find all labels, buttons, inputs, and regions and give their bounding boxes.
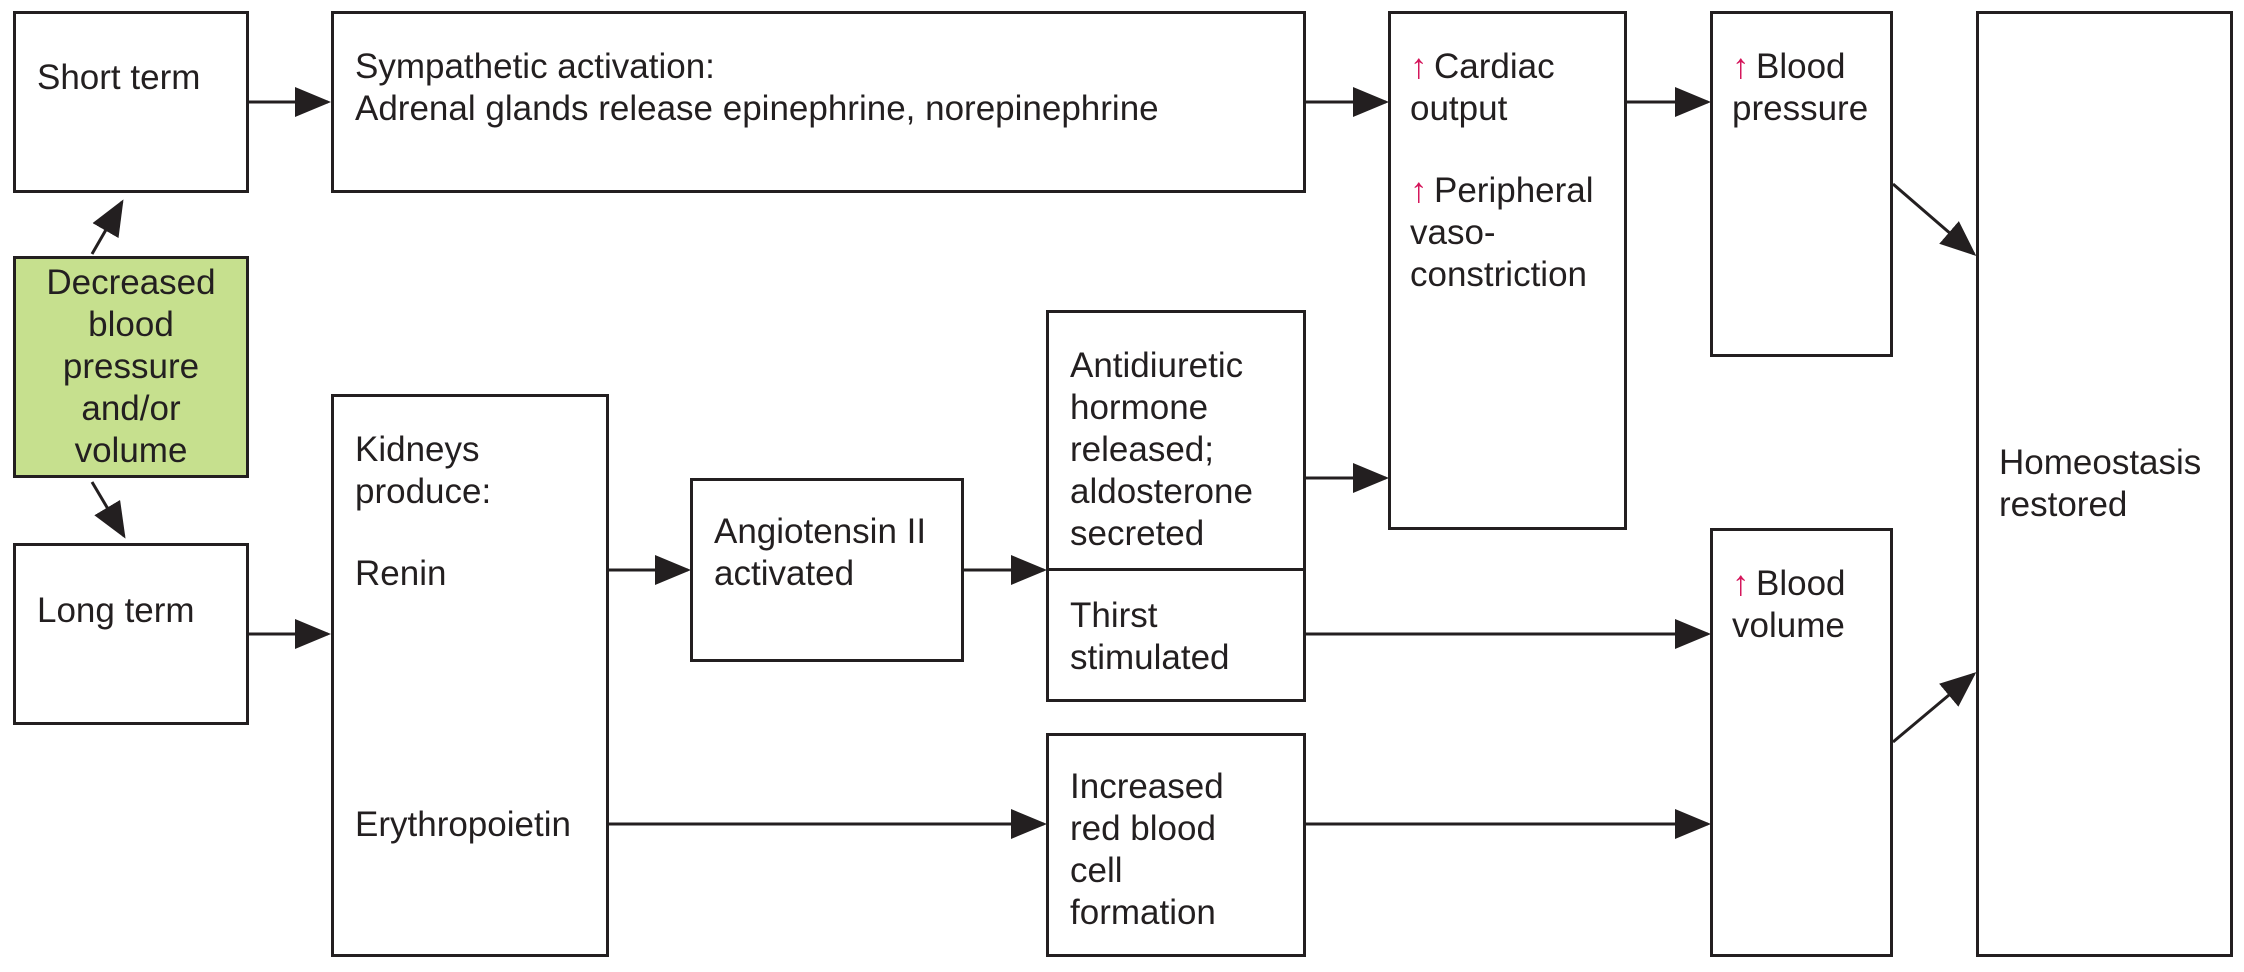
homeostasis-line-2: restored: [1999, 485, 2128, 524]
angiotensin-box: [690, 478, 964, 662]
rbc-box: [1046, 733, 1306, 957]
sympathetic-line-2: Adrenal glands release epinephrine, nore…: [355, 89, 1159, 128]
cardiac-line-1: ↑Cardiac: [1410, 46, 1594, 88]
cardiac-line-4: vaso-: [1410, 213, 1496, 252]
angiotensin-line-2: activated: [714, 554, 855, 593]
angiotensin-line-1: Angiotensin II: [714, 512, 927, 551]
cardiac-box: [1388, 11, 1627, 530]
rbc-label: Increased red blood cell formation: [1070, 766, 1224, 934]
bp-line-1-text: Blood: [1756, 47, 1846, 86]
bp-line-1: ↑Blood: [1732, 46, 1868, 88]
start-line-3: pressure: [62, 347, 200, 386]
start-line-4: and/or: [81, 389, 181, 428]
decreased-bp-label: Decreased blood pressure and/or volume: [13, 262, 249, 472]
adh-thirst-divider: [1046, 568, 1306, 571]
adh-line-3: released;: [1070, 430, 1214, 469]
thirst-label: Thirst stimulated: [1070, 595, 1230, 679]
rbc-line-1: Increased: [1070, 767, 1224, 806]
blood-volume-box: [1710, 528, 1893, 957]
increase-arrow-icon: ↑: [1732, 47, 1750, 86]
cardiac-line-3-text: Peripheral: [1434, 171, 1594, 210]
thirst-line-2: stimulated: [1070, 638, 1230, 677]
adh-thirst-box: [1046, 310, 1306, 702]
increase-arrow-icon: ↑: [1732, 564, 1750, 603]
cardiac-line-2: output: [1410, 89, 1508, 128]
start-line-1: Decreased: [46, 263, 216, 302]
sympathetic-box: [331, 11, 1306, 193]
decreased-bp-box: [13, 256, 249, 478]
blood-pressure-box: [1710, 11, 1893, 357]
start-line-5: volume: [74, 431, 188, 470]
cardiac-line-5: constriction: [1410, 255, 1588, 294]
rbc-line-2: red blood: [1070, 809, 1216, 848]
cardiac-line-1-text: Cardiac: [1434, 47, 1555, 86]
bv-line-2: volume: [1732, 606, 1845, 645]
increase-arrow-icon: ↑: [1410, 171, 1428, 210]
cardiac-line-3: ↑Peripheral: [1410, 170, 1594, 212]
cardiac-label: ↑Cardiac output ↑Peripheral vaso- constr…: [1410, 46, 1594, 296]
kidneys-line-1: Kidneys: [355, 430, 480, 469]
adh-line-4: aldosterone: [1070, 472, 1253, 511]
arrow-start-to-long-term: [90, 481, 126, 539]
bv-line-1: ↑Blood: [1732, 563, 1846, 605]
adh-line-1: Antidiuretic: [1070, 346, 1244, 385]
start-line-2: blood: [88, 305, 174, 344]
blood-pressure-label: ↑Blood pressure: [1732, 46, 1868, 130]
long-term-label: Long term: [37, 591, 195, 630]
angiotensin-label: Angiotensin II activated: [714, 511, 926, 595]
bv-line-1-text: Blood: [1756, 564, 1846, 603]
arrow-bv-to-homeostasis: [1892, 672, 1977, 744]
blood-volume-label: ↑Blood volume: [1732, 563, 1846, 647]
renin-label: Renin: [355, 554, 447, 593]
thirst-line-1: Thirst: [1070, 596, 1158, 635]
sympathetic-label: Sympathetic activation: Adrenal glands r…: [355, 46, 1159, 130]
homeostasis-box: [1976, 11, 2233, 957]
homeostasis-line-1: Homeostasis: [1999, 443, 2202, 482]
adh-line-2: hormone: [1070, 388, 1209, 427]
kidneys-line-2: produce:: [355, 472, 492, 511]
rbc-line-4: formation: [1070, 893, 1216, 932]
homeostasis-label: Homeostasis restored: [1999, 442, 2201, 526]
arrow-bp-to-homeostasis: [1892, 182, 1977, 256]
short-term-label: Short term: [37, 58, 201, 97]
bp-line-2: pressure: [1732, 89, 1869, 128]
adh-label: Antidiuretic hormone released; aldostero…: [1070, 345, 1253, 555]
kidneys-label: Kidneys produce:: [355, 429, 491, 513]
sympathetic-line-1: Sympathetic activation:: [355, 47, 715, 86]
erythropoietin-label: Erythropoietin: [355, 805, 571, 844]
adh-line-5: secreted: [1070, 514, 1205, 553]
short-term-box: [13, 11, 249, 193]
rbc-line-3: cell: [1070, 851, 1123, 890]
long-term-box: [13, 543, 249, 725]
kidneys-box: [331, 394, 609, 957]
arrow-start-to-short-term: [90, 199, 124, 255]
increase-arrow-icon: ↑: [1410, 47, 1428, 86]
